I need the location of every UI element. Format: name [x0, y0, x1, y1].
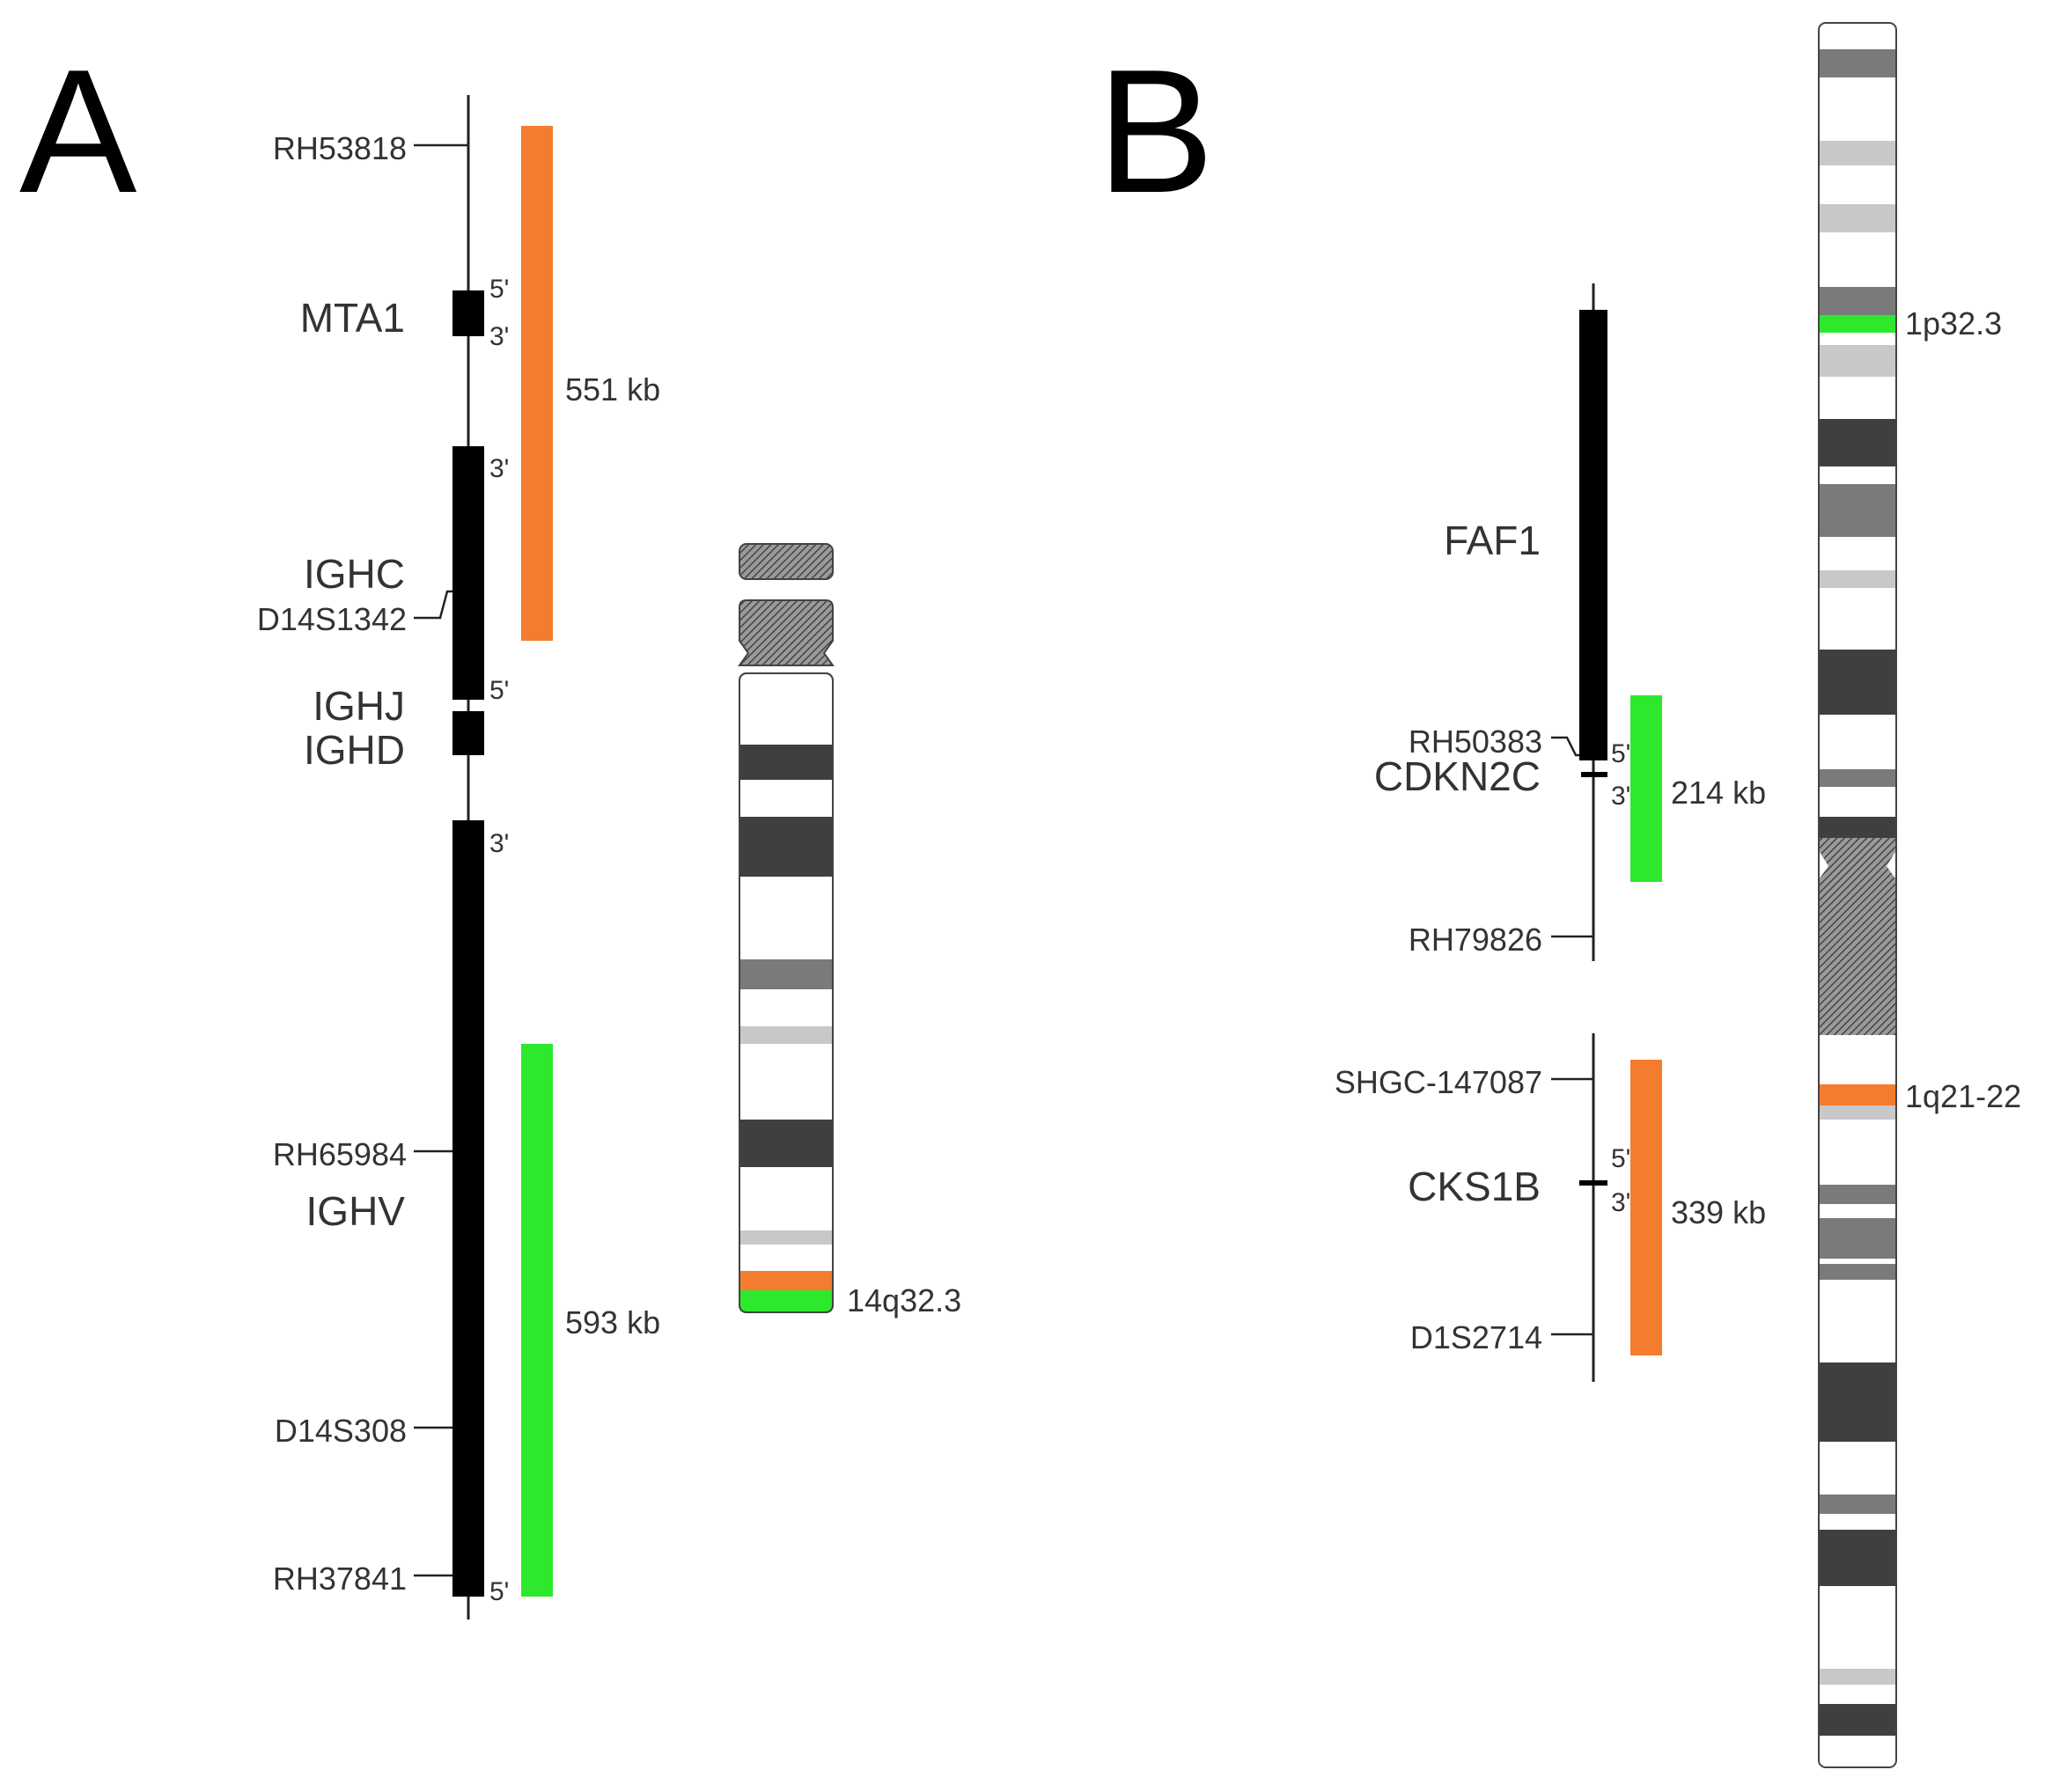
marker-label: RH50383 [1409, 723, 1542, 760]
end-label: 5' [1611, 739, 1630, 768]
gene-label: IGHC [304, 551, 405, 597]
chr1-locus-1p32-3 [1820, 315, 1895, 333]
gene-label: MTA1 [300, 295, 405, 341]
gene-block-ighc [452, 446, 484, 700]
chr14-locus-green [740, 1290, 832, 1311]
end-label: 3' [489, 454, 509, 483]
chr14-centromere [738, 599, 835, 666]
panel-a-letter: A [19, 33, 137, 230]
chr1-band [1820, 1704, 1895, 1736]
marker-tick-d14s1342 [414, 590, 452, 620]
marker-tick-rh50383 [1551, 736, 1579, 757]
chr1-band [1820, 204, 1895, 232]
marker-label: D14S308 [275, 1413, 407, 1449]
probe-bar-593kb [521, 1044, 553, 1597]
chr14-band [740, 817, 832, 877]
marker-label: D1S2714 [1410, 1319, 1542, 1355]
chr1-locus-1q21-22 [1820, 1084, 1895, 1105]
chr14-band [740, 1230, 832, 1245]
gene-block-ighd [452, 711, 484, 755]
chr1-band [1820, 1264, 1895, 1280]
chr14-locus-orange [740, 1271, 832, 1290]
gene-label: IGHV [306, 1188, 406, 1234]
chr14-band [740, 745, 832, 780]
chr1-band [1820, 1530, 1895, 1586]
end-label: 3' [1611, 782, 1630, 811]
probe-size-label: 214 kb [1671, 775, 1766, 811]
gene-block-faf1 [1579, 310, 1607, 760]
marker-label: RH53818 [273, 130, 407, 166]
gene-block-mta1 [452, 290, 484, 336]
chr1-band [1820, 1185, 1895, 1204]
marker-label: D14S1342 [257, 601, 407, 637]
chr1-band [1820, 1218, 1895, 1259]
panel-b-letter: B [1097, 33, 1214, 230]
gene-label: FAF1 [1444, 518, 1541, 563]
chr14-satellite [739, 543, 834, 580]
probe-bar-551kb [521, 126, 553, 641]
end-label: 3' [489, 322, 509, 351]
end-label: 5' [489, 1577, 509, 1606]
chr1-band [1820, 419, 1895, 466]
chr1-band [1820, 1669, 1895, 1685]
chr1-band [1820, 345, 1895, 377]
probe-size-label: 551 kb [565, 371, 660, 408]
end-label: 3' [489, 829, 509, 858]
chr1-band [1820, 1105, 1895, 1120]
marker-label: RH65984 [273, 1136, 407, 1172]
chromosome-1-ideogram [1818, 22, 1897, 1768]
chr1-band [1820, 769, 1895, 787]
marker-label: SHGC-147087 [1335, 1064, 1542, 1100]
probe-bar-214kb [1630, 695, 1662, 882]
chr1-band [1820, 141, 1895, 165]
gene-label: IGHJ [313, 683, 405, 729]
gene-label: IGHD [304, 727, 405, 773]
marker-label: RH37841 [273, 1561, 407, 1597]
chr1-centromere-heterochromatin [1820, 838, 1895, 1035]
marker-label: RH79826 [1409, 922, 1542, 958]
chr1-band [1820, 287, 1895, 315]
chr14-band [740, 959, 832, 989]
chr1-outline [1818, 22, 1897, 1768]
chr14-band [740, 1026, 832, 1044]
panel-b: B RH50383 RH79826 SHGC-147087 D1S2714 FA… [1097, 22, 2021, 1768]
probe-bar-339kb [1630, 1060, 1662, 1355]
band-label-14q32-3: 14q32.3 [847, 1282, 961, 1318]
band-label-1p32-3: 1p32.3 [1905, 305, 2002, 342]
probe-size-label: 339 kb [1671, 1194, 1766, 1230]
chr1-band [1820, 650, 1895, 715]
chr1-band [1820, 484, 1895, 537]
end-label: 3' [1611, 1188, 1630, 1217]
chr1-band [1820, 1362, 1895, 1442]
end-label: 5' [1611, 1144, 1630, 1173]
chr14-band [740, 1120, 832, 1167]
end-label: 5' [489, 275, 509, 304]
band-label-1q21-22: 1q21-22 [1905, 1078, 2021, 1114]
chr1-band [1820, 817, 1895, 838]
gene-label: CKS1B [1408, 1164, 1541, 1209]
chr1-band [1820, 49, 1895, 77]
chr1-band [1820, 570, 1895, 588]
chromosome-14-ideogram [738, 543, 835, 1313]
chr14-outline [739, 672, 834, 1313]
end-label: 5' [489, 676, 509, 705]
probe-size-label: 593 kb [565, 1304, 660, 1340]
gene-label: CDKN2C [1374, 753, 1541, 799]
chr1-band [1820, 1495, 1895, 1514]
gene-block-ighv [452, 820, 484, 1597]
panel-a: A RH53818 D14S1342 RH65984 D14S308 RH378… [19, 33, 961, 1619]
